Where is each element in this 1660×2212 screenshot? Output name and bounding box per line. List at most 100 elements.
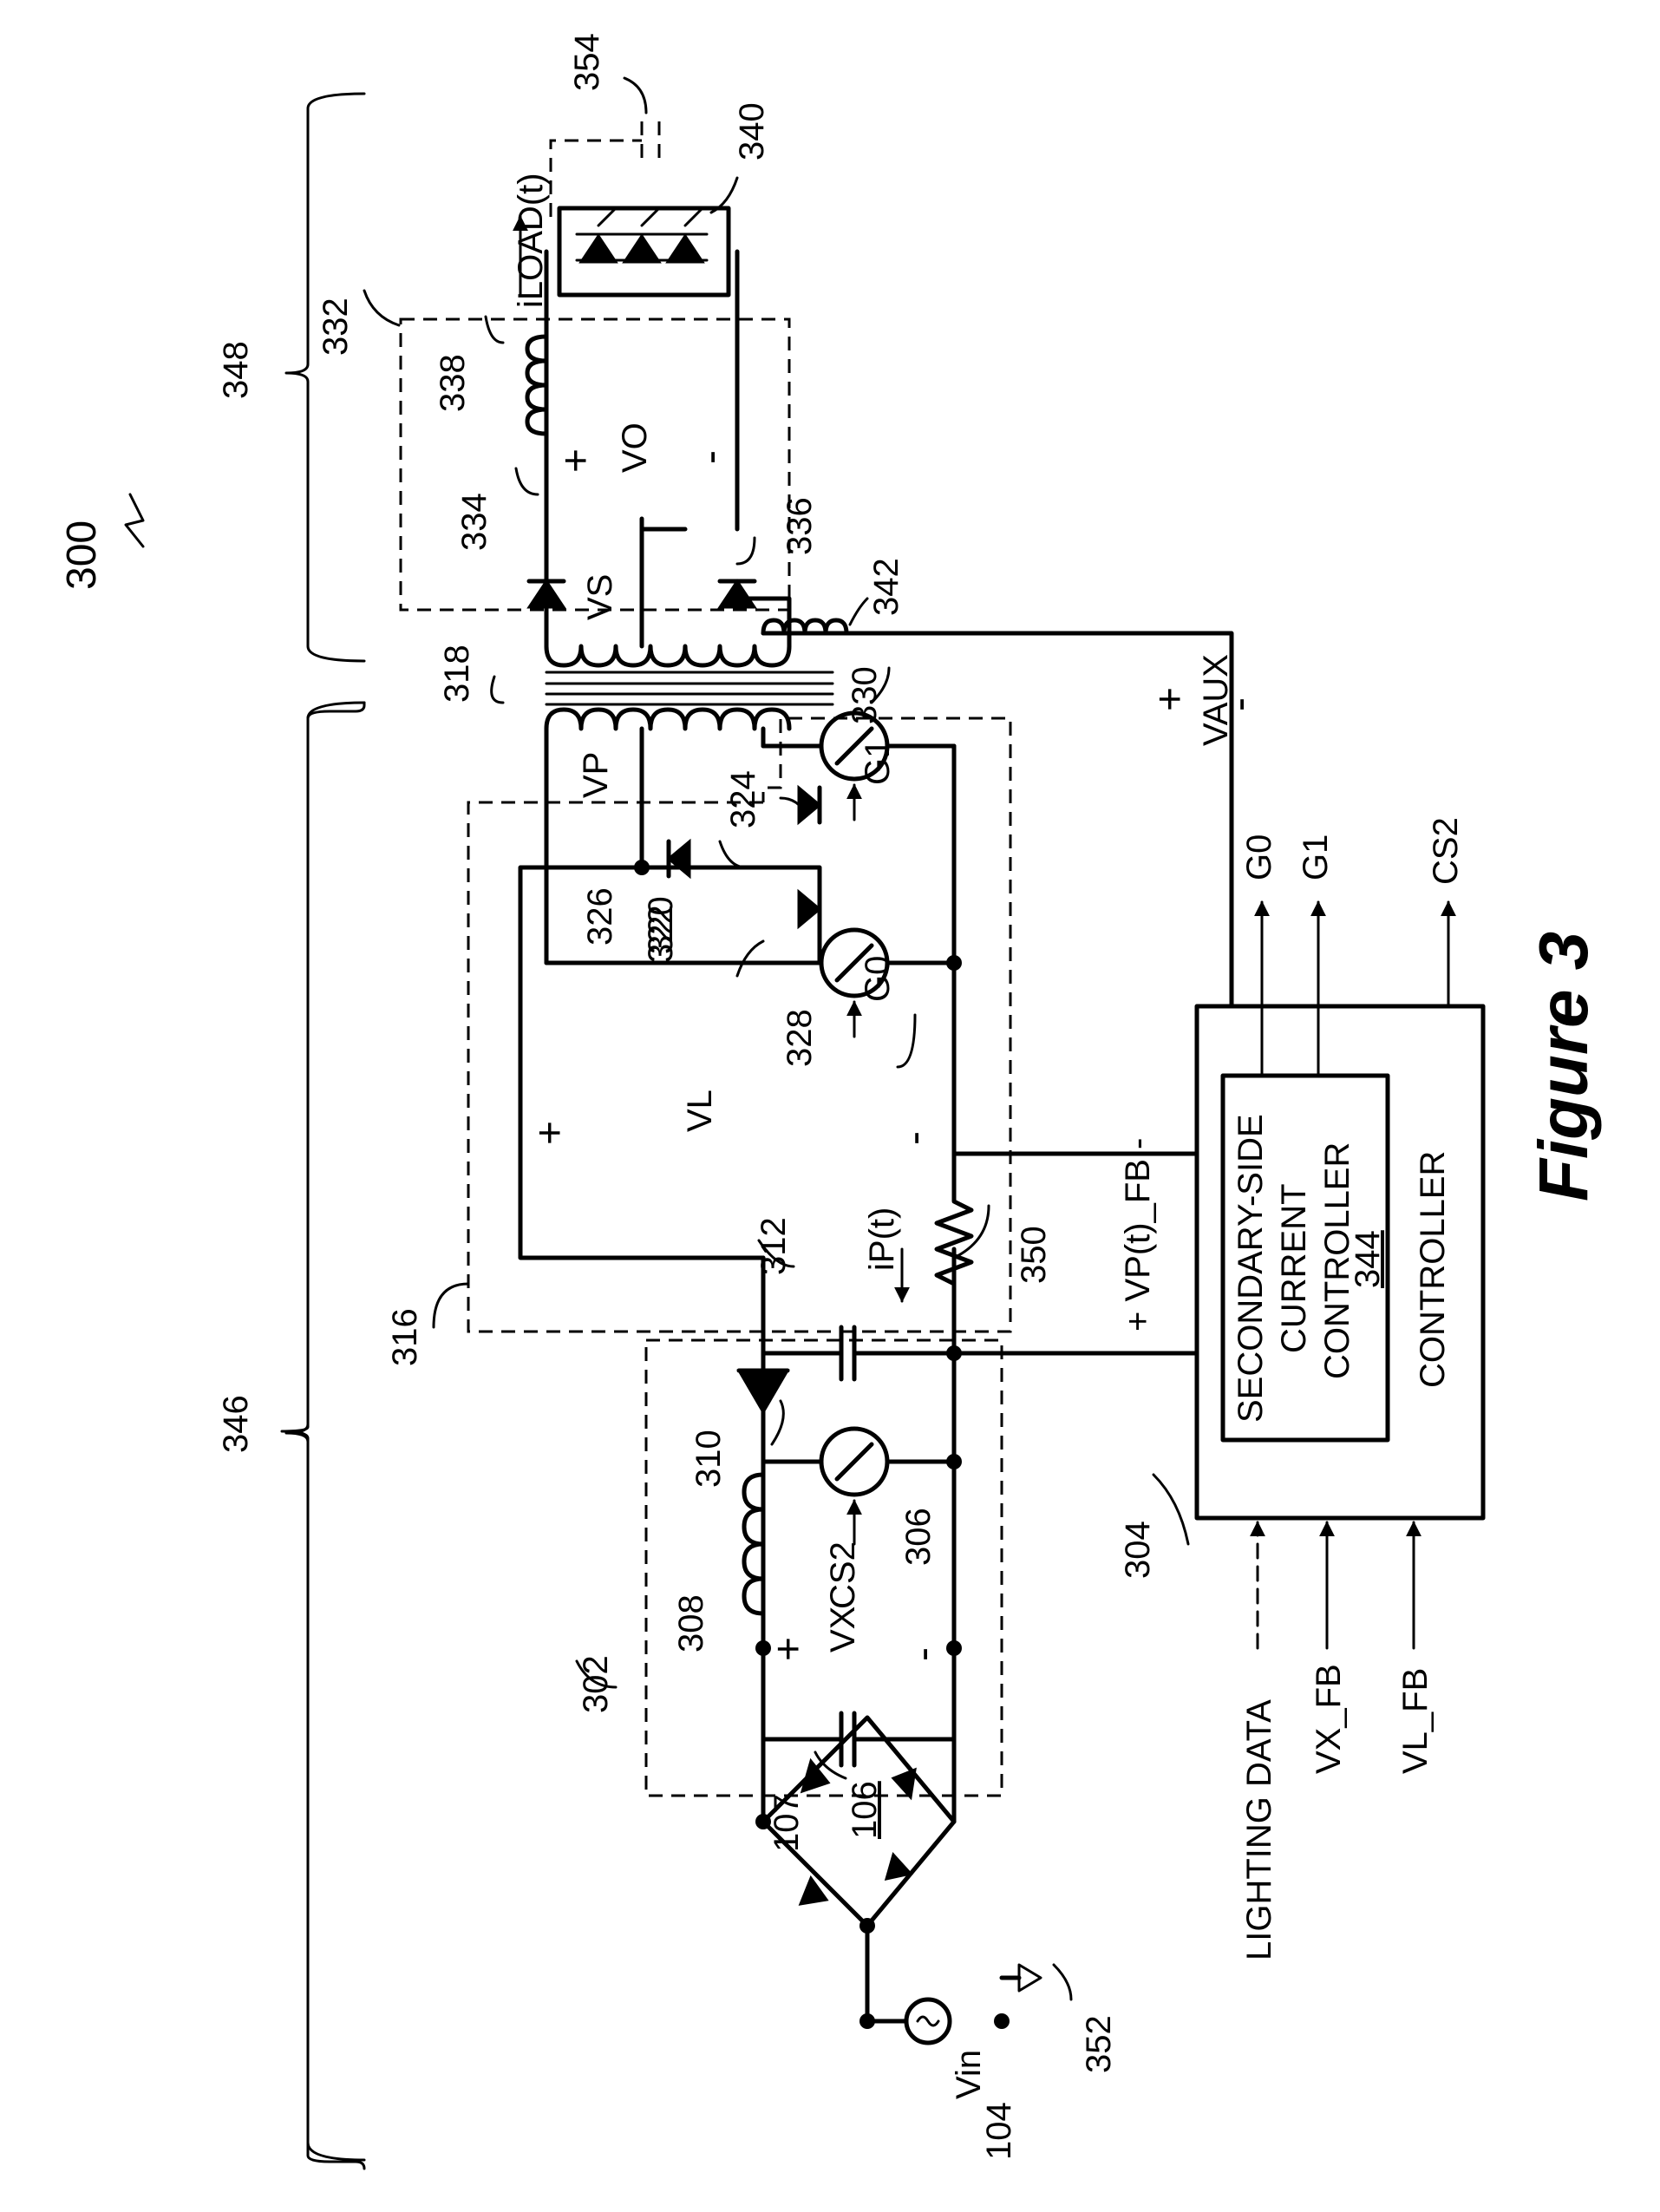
- diode-322: [797, 888, 822, 930]
- label-g1-in: G1: [859, 739, 897, 785]
- zener-320: [666, 838, 691, 880]
- node: [994, 2013, 1010, 2029]
- plus-vx: +: [766, 1637, 812, 1661]
- ref-346: 346: [217, 1395, 255, 1453]
- ref-340: 340: [733, 102, 771, 160]
- plus-vaux: +: [1147, 687, 1193, 711]
- ref-334: 334: [455, 493, 493, 551]
- ref-352: 352: [1080, 2015, 1118, 2073]
- diode-324: [797, 784, 822, 826]
- capacitor-107: [761, 1711, 957, 1768]
- node: [755, 1814, 771, 1829]
- ref-342: 342: [867, 558, 905, 616]
- diode-334: [526, 579, 566, 609]
- ref-330: 330: [846, 666, 884, 724]
- diode-336: [717, 579, 757, 609]
- ref-326: 326: [581, 887, 619, 946]
- ref-348: 348: [217, 341, 255, 399]
- inner-controller-line2: CURRENT: [1275, 1183, 1313, 1353]
- capacitor-312: [761, 1325, 957, 1382]
- ref-324: 324: [724, 770, 762, 828]
- led-string: [575, 206, 709, 264]
- node: [859, 1918, 875, 1934]
- label-iload: iLOAD(t): [512, 173, 550, 308]
- ref-304: 304: [1119, 1521, 1157, 1579]
- ref-320: 320: [642, 896, 680, 954]
- wire-secondary-bottom: [735, 596, 792, 649]
- node: [859, 2013, 875, 2029]
- bridge-diodes: [798, 1757, 917, 1906]
- minus-vx: -: [900, 1647, 946, 1661]
- input-vxfb-label: VX_FB: [1310, 1664, 1348, 1774]
- node: [946, 1640, 962, 1656]
- brace-346-shape: [284, 701, 366, 2162]
- ground-symbol-352: [999, 1963, 1042, 1993]
- inductor-308: [742, 1472, 766, 1616]
- brace-348: [284, 92, 366, 663]
- wire-ct: [639, 527, 688, 649]
- plus-vo: +: [553, 448, 599, 473]
- inner-controller-ref: 344: [1349, 1230, 1387, 1288]
- dashed-box-332: [399, 317, 791, 612]
- ref-354: 354: [568, 33, 606, 91]
- inner-controller-line1: SECONDARY-SIDE: [1232, 1114, 1270, 1423]
- label-g0-in: G0: [859, 956, 897, 1002]
- ref-104: 104: [980, 2102, 1018, 2160]
- transformer-core-318: [545, 671, 834, 706]
- ref-338: 338: [434, 354, 472, 412]
- ref-310: 310: [689, 1430, 728, 1488]
- wire-aux: [761, 631, 1234, 1009]
- ref-300: 300: [59, 520, 105, 590]
- label-cs2-in: CS2: [824, 1541, 862, 1609]
- input-lighting-label: LIGHTING DATA: [1240, 1699, 1278, 1960]
- label-g0-out: G0: [1240, 834, 1278, 880]
- secondary-winding: [544, 644, 792, 668]
- dashed-box-316: [467, 717, 1012, 1333]
- ref-318: 318: [438, 645, 476, 703]
- inner-controller-line3: CONTROLLER: [1318, 1142, 1356, 1379]
- ref-302: 302: [577, 1655, 615, 1713]
- ref-322: 322: [642, 905, 680, 963]
- ref-107: 107: [768, 1794, 806, 1852]
- minus-vaux: -: [1217, 697, 1263, 711]
- secondary-side-controller-344: [1220, 1073, 1390, 1443]
- label-vx: VX: [824, 1607, 862, 1652]
- ref-308: 308: [672, 1594, 710, 1652]
- ac-source-vin: [904, 1997, 952, 2045]
- diode-310: [736, 1368, 790, 1415]
- figure-title: Figure 3: [1525, 932, 1602, 1201]
- dashed-loop-354: [549, 139, 642, 217]
- minus-vl: -: [892, 1131, 938, 1145]
- minus-vo: -: [688, 450, 734, 464]
- ref-332: 332: [317, 298, 355, 356]
- ref-336: 336: [781, 497, 819, 555]
- switch-306: [761, 1426, 957, 1546]
- primary-winding: [544, 707, 792, 731]
- leader-lines: [124, 76, 1190, 2001]
- label-vp: VP: [577, 752, 615, 798]
- wire-vl-positive: [518, 865, 766, 1260]
- label-vpfb: + VP(t)_FB -: [1119, 1138, 1157, 1332]
- led-load-340: [557, 206, 731, 298]
- label-vs: VS: [581, 574, 619, 620]
- plus-vl: +: [527, 1121, 573, 1145]
- ref-106: 106: [846, 1781, 884, 1839]
- inductor-338: [525, 334, 549, 436]
- input-vlfb-label: VL_FB: [1396, 1668, 1435, 1774]
- node: [946, 955, 962, 971]
- ref-316: 316: [386, 1308, 424, 1366]
- resistor-350: [934, 1151, 974, 1304]
- capacitor-354: [640, 121, 661, 160]
- label-vo: VO: [616, 422, 654, 473]
- ref-328: 328: [781, 1009, 819, 1067]
- ref-350: 350: [1015, 1226, 1053, 1284]
- brace-346: [280, 701, 366, 2170]
- controller-title: CONTROLLER: [1414, 1151, 1452, 1388]
- label-vl: VL: [681, 1090, 719, 1132]
- label-ip: iP(t): [863, 1207, 901, 1271]
- controller-box-304: [1194, 1004, 1486, 1521]
- label-cs2-out: CS2: [1427, 817, 1465, 885]
- node: [946, 1454, 962, 1469]
- label-vin: Vin: [950, 2050, 988, 2099]
